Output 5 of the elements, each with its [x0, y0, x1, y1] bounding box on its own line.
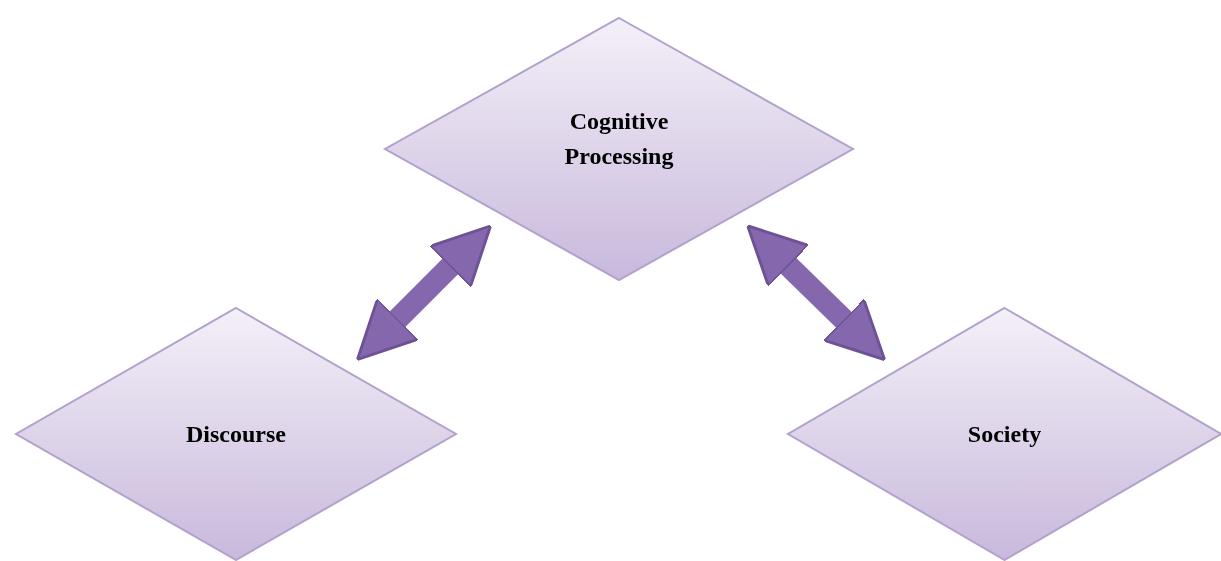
double-arrow	[746, 224, 887, 362]
node-label: Discourse	[186, 419, 286, 449]
node-label: Society	[967, 419, 1042, 449]
node-label: Cognitive Processing	[563, 107, 675, 171]
double-arrow	[356, 224, 492, 361]
